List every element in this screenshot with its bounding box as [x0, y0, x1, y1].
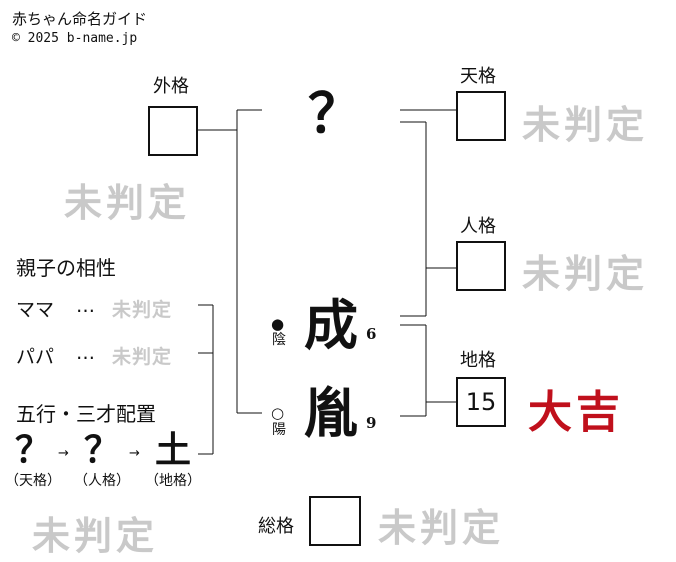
papa-result: 未判定: [112, 346, 173, 368]
arrow-right-icon: →: [129, 446, 140, 461]
papa-label: パパ: [16, 346, 55, 368]
jinkaku-box: [456, 241, 506, 291]
compat-heading: 親子の相性: [16, 256, 116, 280]
gaikaku-result: 未判定: [64, 180, 191, 225]
yang-circle-icon: ○: [271, 404, 285, 422]
yinyang-label-2: 陽: [272, 422, 286, 438]
unknown-surname-char: ？: [308, 81, 362, 145]
soukaku-result: 未判定: [378, 505, 505, 550]
tenkaku-result: 未判定: [522, 102, 649, 147]
gogyo-heading: 五行・三才配置: [16, 402, 156, 426]
chikaku-label: 地格: [460, 350, 496, 371]
tenkaku-box: [456, 91, 506, 141]
mama-result: 未判定: [112, 299, 173, 321]
chikaku-box: 15: [456, 377, 506, 427]
yinyang-label-1: 陰: [272, 332, 286, 348]
stroke-count-2: 9: [366, 414, 377, 432]
gogyo-jinkaku-element: ？: [83, 429, 120, 471]
mama-ellipsis: …: [76, 295, 95, 317]
gogyo-jinkaku-label: （人格）: [74, 473, 130, 489]
gogyo-chikaku-label: （地格）: [145, 473, 201, 489]
chikaku-value: 15: [465, 388, 497, 416]
site-title: 赤ちゃん命名ガイド: [12, 10, 148, 28]
papa-ellipsis: …: [76, 342, 95, 364]
gogyo-tenkaku-label: （天格）: [5, 473, 61, 489]
mama-label: ママ: [16, 299, 55, 321]
name-char-1: 成: [304, 293, 358, 357]
gaikaku-label: 外格: [153, 76, 189, 97]
gogyo-chikaku-element: 土: [154, 429, 191, 471]
arrow-right-icon: →: [58, 446, 69, 461]
jinkaku-result: 未判定: [522, 251, 649, 296]
jinkaku-label: 人格: [460, 216, 496, 237]
copyright: © 2025 b-name.jp: [12, 31, 138, 46]
soukaku-label: 総格: [258, 516, 294, 537]
gogyo-result: 未判定: [32, 513, 159, 558]
name-char-2: 胤: [304, 381, 358, 445]
gogyo-tenkaku-element: ？: [14, 429, 51, 471]
soukaku-box: [309, 496, 361, 546]
yin-dot-icon: ●: [271, 315, 285, 333]
chikaku-result: 大吉: [528, 387, 624, 438]
gaikaku-box: [148, 106, 198, 156]
stroke-count-1: 6: [366, 325, 377, 343]
tenkaku-label: 天格: [460, 66, 496, 87]
